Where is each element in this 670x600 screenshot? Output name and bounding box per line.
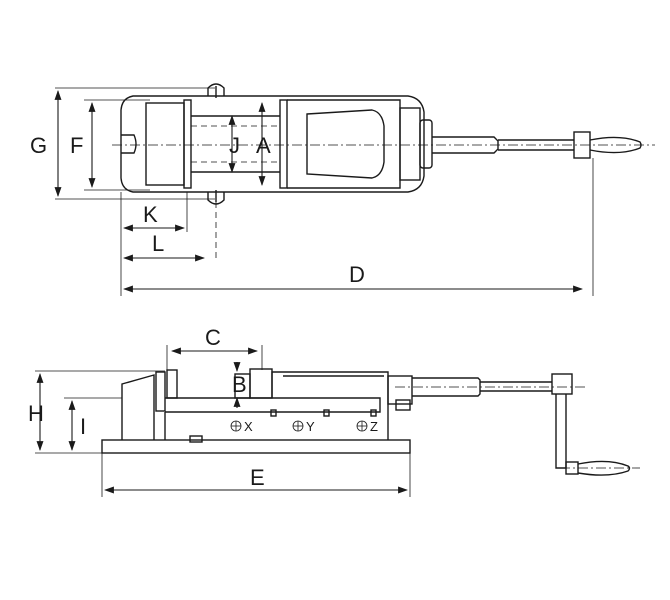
handle-grip [589,136,642,154]
left-slot [121,134,137,154]
moving-jaw-insert [249,368,273,399]
dimension-label-G: G [30,133,47,158]
fixed-jaw-plate [183,99,192,189]
dimension-label-A: A [256,133,271,158]
slide-slot [306,109,385,179]
fixed-jaw-housing [121,374,155,440]
top-view: G F J A K L D [30,83,655,296]
jaw-insert [166,369,178,399]
dimension-label-C: C [205,325,221,350]
moving-jaw-face [234,373,251,399]
dimension-label-K: K [143,202,158,227]
dimension-label-H: H [28,401,44,426]
moving-jaw-plate [279,99,288,189]
end-nut-foot [395,399,411,411]
fixed-jaw-side [155,371,166,412]
end-cap [419,119,433,169]
carriage [271,371,389,412]
mount-label-z: Z [370,419,378,434]
end-nut [387,375,413,405]
dimension-label-I: I [80,414,86,439]
dimension-label-D: D [349,262,365,287]
dimension-label-E: E [250,465,265,490]
dimension-label-F: F [70,133,83,158]
tab [270,409,277,417]
body-sides [164,412,389,440]
moving-jaw [287,99,401,189]
mount-label-y: Y [306,419,315,434]
dimension-label-L: L [152,231,164,256]
tab [323,409,330,417]
base-plate [101,439,411,454]
mount-point-y: Y [292,419,315,434]
crank-hub [551,373,573,395]
dimension-label-B: B [232,372,247,397]
base-key [189,435,203,443]
mount-point-z: Z [356,419,378,434]
vise-body-outline [120,95,425,193]
fixed-jaw [145,102,185,186]
end-nut [399,107,421,181]
top-slot [207,83,225,96]
crank-arm [555,394,567,469]
mount-point-x: X [230,419,253,434]
side-view: X Y Z H I C B [28,325,640,497]
tab [370,409,377,417]
dimension-label-J: J [229,133,240,158]
mount-label-x: X [244,419,253,434]
crank-handle [577,460,631,476]
